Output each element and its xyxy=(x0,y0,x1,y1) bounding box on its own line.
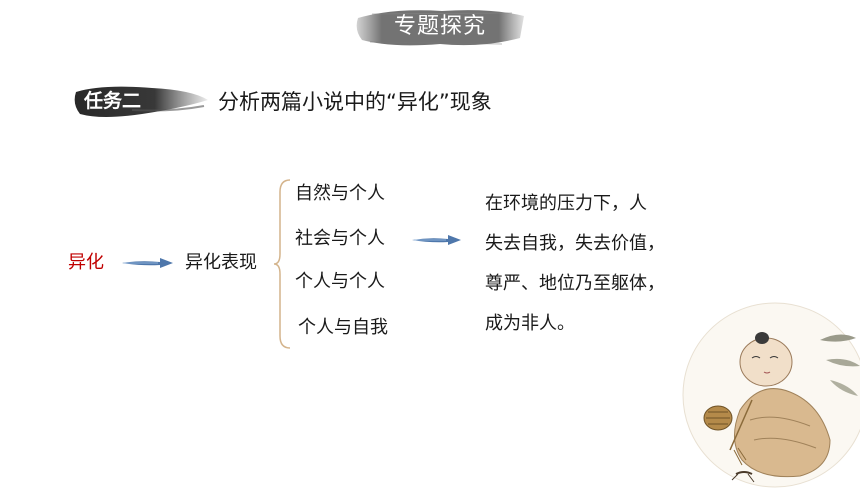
arrow-icon xyxy=(122,258,173,268)
relation-item: 社会与个人 xyxy=(295,228,385,249)
task-label: 任务二 xyxy=(84,90,142,112)
task-description: 分析两篇小说中的“异化”现象 xyxy=(218,90,492,114)
relation-item: 个人与自我 xyxy=(298,317,388,338)
child-painting-illustration xyxy=(682,302,860,488)
task-ink-brush xyxy=(74,86,209,117)
result-line: 失去自我，失去价值， xyxy=(485,233,665,254)
result-text: 在环境的压力下，人 失去自我，失去价值， 尊严、地位乃至躯体， 成为非人。 xyxy=(485,184,725,344)
relation-item: 自然与个人 xyxy=(295,183,385,204)
alienation-term: 异化 xyxy=(68,252,104,273)
title-ink-brush xyxy=(356,10,524,46)
page-title: 专题探究 xyxy=(393,14,486,39)
result-line: 成为非人。 xyxy=(485,313,575,334)
arrow-icon xyxy=(412,235,461,245)
relation-item: 个人与个人 xyxy=(295,271,385,292)
result-line: 在环境的压力下，人 xyxy=(485,193,647,214)
brace-icon xyxy=(273,179,291,349)
manifestation-label: 异化表现 xyxy=(185,252,257,273)
result-line: 尊严、地位乃至躯体， xyxy=(485,273,665,294)
